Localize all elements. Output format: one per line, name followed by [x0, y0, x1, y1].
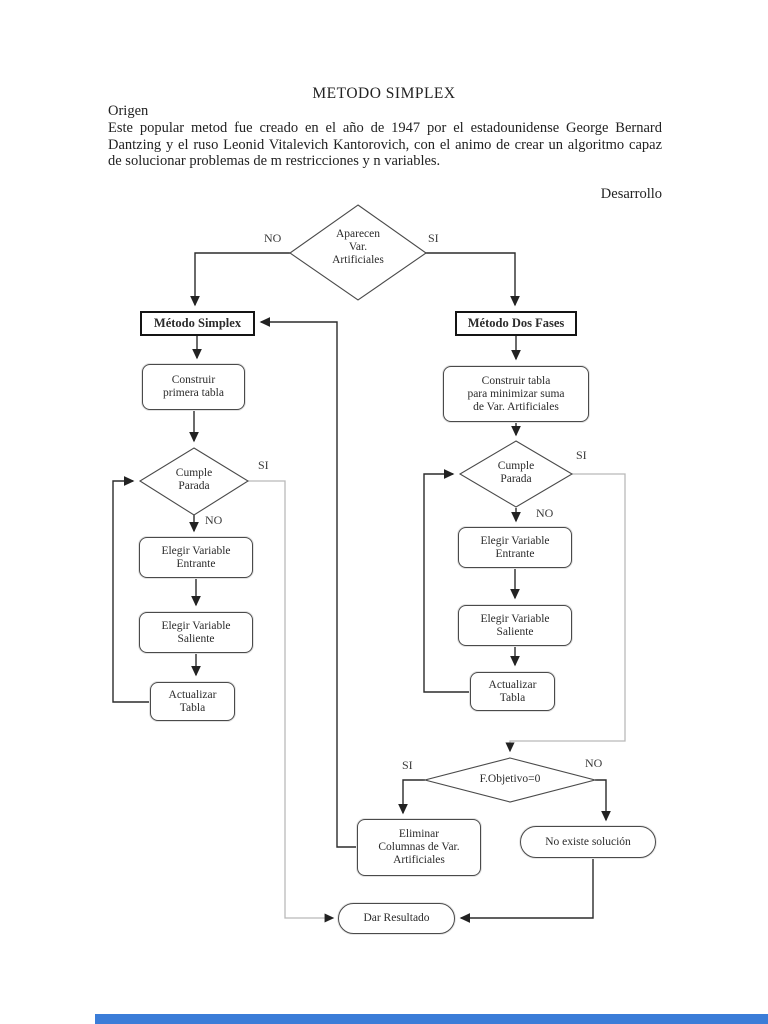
- edge-eliminar-to-simplex: [259, 317, 357, 848]
- origin-heading: Origen: [108, 103, 149, 119]
- edge-loop-left: [112, 476, 150, 703]
- edge-label-no-left: NO: [205, 513, 223, 527]
- edge-label-si-top: SI: [428, 231, 439, 245]
- edge-label-no-right: NO: [536, 506, 554, 520]
- edge-label-si-left: SI: [258, 458, 269, 472]
- edge-fobjetivo-no: [595, 779, 611, 822]
- edge-label-si-objetivo: SI: [402, 758, 413, 772]
- node-metodo-simplex: Método Simplex: [140, 311, 255, 336]
- edge-si-right-to-fobjetivo: [505, 473, 626, 753]
- decision-aparecen-label: Aparecen Var. Artificiales: [332, 228, 384, 266]
- edge-no-to-metodo-simplex: [190, 252, 290, 307]
- decision-fobjetivo-shape: [422, 757, 598, 803]
- node-actualizar-2: Actualizar Tabla: [470, 672, 555, 711]
- development-heading: Desarrollo: [600, 186, 662, 202]
- intro-paragraph: Este popular metod fue creado en el año …: [108, 120, 662, 170]
- edge-loop-right: [423, 469, 470, 693]
- node-actualizar-1: Actualizar Tabla: [150, 682, 235, 721]
- edge-noexiste-to-dar: [459, 858, 594, 923]
- node-eliminar-columnas: Eliminar Columnas de Var. Artificiales: [357, 819, 481, 876]
- node-no-existe-solucion: No existe solución: [520, 826, 656, 858]
- decision-cumple1-label: Cumple Parada: [175, 467, 213, 492]
- edge-fobjetivo-si: [398, 779, 425, 815]
- node-elegir-saliente-1: Elegir Variable Saliente: [139, 612, 253, 653]
- page-title: METODO SIMPLEX: [312, 85, 456, 102]
- node-dar-resultado: Dar Resultado: [338, 903, 455, 934]
- decision-cumple2-shape: [458, 440, 574, 508]
- edge-si-to-dos-fases: [425, 252, 520, 307]
- node-construir-tabla-2: Construir tabla para minimizar suma de V…: [443, 366, 589, 422]
- edge-label-no-objetivo: NO: [585, 756, 603, 770]
- decision-cumple2-label: Cumple Parada: [497, 460, 535, 485]
- node-metodo-dos-fases: Método Dos Fases: [455, 311, 577, 336]
- node-elegir-saliente-2: Elegir Variable Saliente: [458, 605, 572, 646]
- edge-si-left-to-dar-resultado: [248, 480, 335, 923]
- node-elegir-entrante-1: Elegir Variable Entrante: [139, 537, 253, 578]
- decision-cumple1-shape: [138, 447, 250, 516]
- bottom-blue-strip: [95, 1014, 768, 1024]
- node-elegir-entrante-2: Elegir Variable Entrante: [458, 527, 572, 568]
- edge-label-no-top: NO: [264, 231, 282, 245]
- decision-fobjetivo-label: F.Objetivo=0: [479, 773, 541, 785]
- node-construir-primera: Construir primera tabla: [142, 364, 245, 410]
- decision-aparecen-shape: [289, 204, 427, 301]
- edge-label-si-right: SI: [576, 448, 587, 462]
